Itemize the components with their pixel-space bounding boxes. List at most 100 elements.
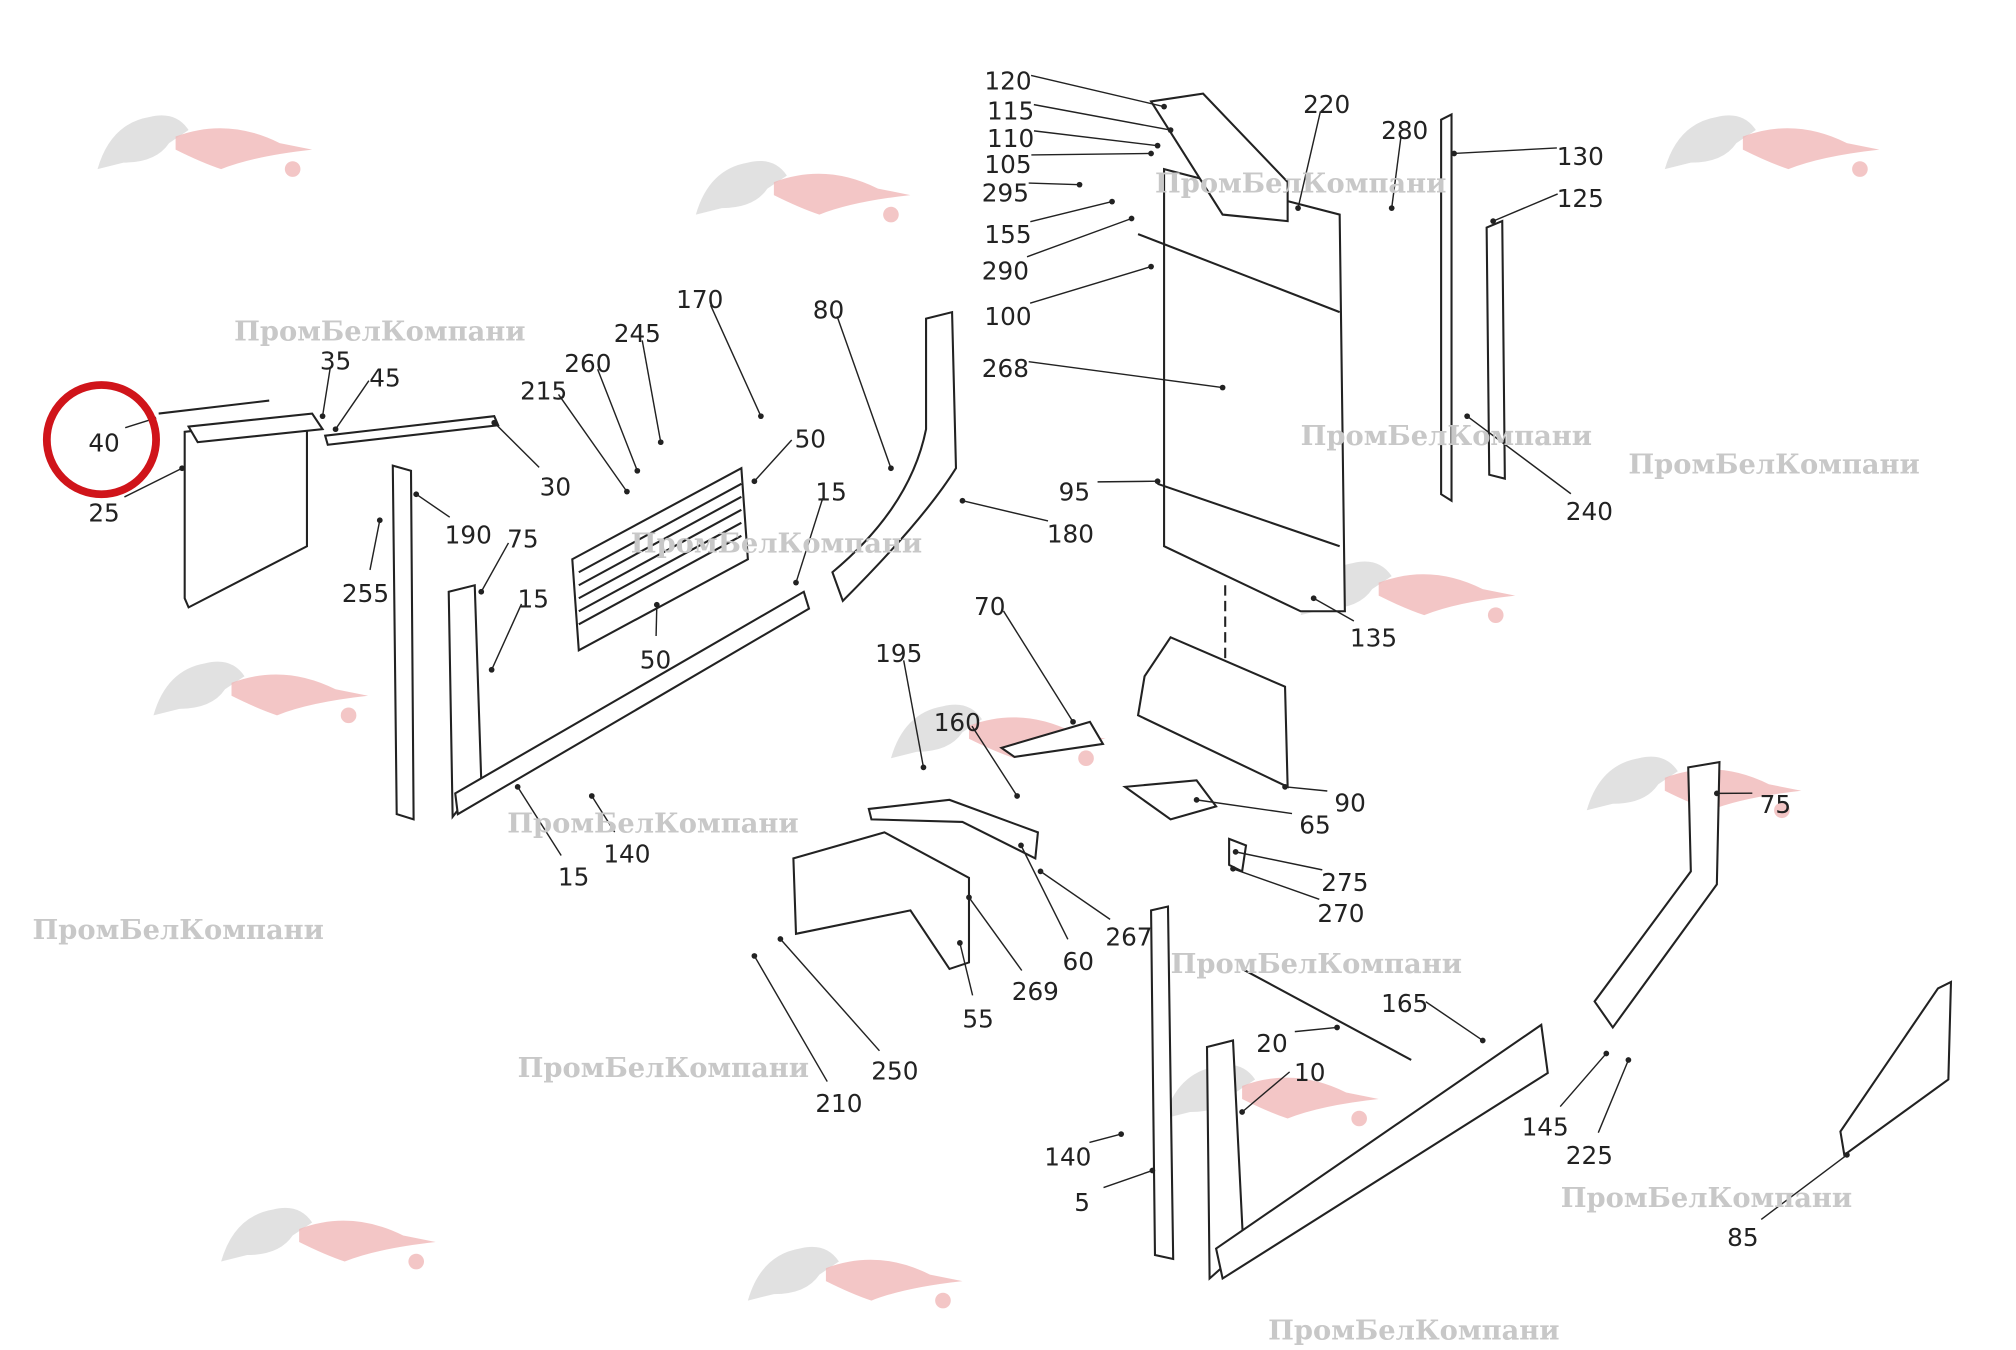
leader-arrow bbox=[1844, 1152, 1850, 1158]
callout-75[interactable]: 75 bbox=[507, 525, 538, 554]
callout-110[interactable]: 110 bbox=[987, 124, 1034, 153]
callout-65[interactable]: 65 bbox=[1299, 811, 1330, 840]
leader-line bbox=[1232, 868, 1320, 900]
callout-280[interactable]: 280 bbox=[1381, 116, 1428, 145]
callout-250[interactable]: 250 bbox=[871, 1056, 918, 1085]
callout-85[interactable]: 85 bbox=[1727, 1223, 1758, 1252]
callout-130[interactable]: 130 bbox=[1557, 142, 1604, 171]
callout-220[interactable]: 220 bbox=[1303, 90, 1350, 119]
part-top-roller-120 bbox=[1149, 92, 1289, 223]
leader-arrow bbox=[1219, 384, 1226, 391]
callout-180[interactable]: 180 bbox=[1047, 519, 1094, 548]
callout-160[interactable]: 160 bbox=[934, 708, 981, 737]
callout-60[interactable]: 60 bbox=[1063, 947, 1094, 976]
leader-line bbox=[968, 896, 1023, 971]
callout-255[interactable]: 255 bbox=[342, 579, 389, 608]
watermark-text: ПромБелКомпани bbox=[1628, 448, 1919, 480]
callout-95[interactable]: 95 bbox=[1059, 478, 1090, 507]
callout-140[interactable]: 140 bbox=[1044, 1142, 1091, 1171]
callout-225[interactable]: 225 bbox=[1566, 1141, 1613, 1170]
leader-arrow bbox=[488, 666, 495, 673]
leader-line bbox=[1294, 1026, 1338, 1033]
callout-90[interactable]: 90 bbox=[1334, 789, 1365, 818]
callout-15[interactable]: 15 bbox=[518, 584, 549, 613]
callout-105[interactable]: 105 bbox=[984, 150, 1031, 179]
leader-line bbox=[334, 380, 370, 430]
callout-295[interactable]: 295 bbox=[982, 179, 1029, 208]
callout-268[interactable]: 268 bbox=[982, 354, 1029, 383]
callout-260[interactable]: 260 bbox=[564, 349, 611, 378]
callout-145[interactable]: 145 bbox=[1522, 1112, 1569, 1141]
callout-35[interactable]: 35 bbox=[320, 346, 351, 375]
leader-line bbox=[591, 795, 616, 833]
part-rail-15 bbox=[454, 590, 811, 816]
callout-50[interactable]: 50 bbox=[795, 424, 826, 453]
leader-arrow bbox=[1076, 181, 1083, 188]
callout-269[interactable]: 269 bbox=[1012, 977, 1059, 1006]
callout-100[interactable]: 100 bbox=[984, 302, 1031, 331]
callout-20[interactable]: 20 bbox=[1256, 1029, 1287, 1058]
callout-75[interactable]: 75 bbox=[1760, 790, 1791, 819]
leader-arrow bbox=[1230, 865, 1236, 872]
callout-240[interactable]: 240 bbox=[1566, 497, 1613, 526]
leader-arrow bbox=[1713, 790, 1720, 797]
callout-15[interactable]: 15 bbox=[558, 863, 589, 892]
leader-arrow bbox=[777, 936, 784, 942]
leader-arrow bbox=[319, 413, 326, 420]
leader-line bbox=[655, 604, 658, 637]
leader-lines bbox=[124, 74, 1850, 1220]
part-bar-100 bbox=[1137, 233, 1341, 314]
callout-50[interactable]: 50 bbox=[640, 645, 671, 674]
callout-120[interactable]: 120 bbox=[984, 67, 1031, 96]
callout-135[interactable]: 135 bbox=[1350, 623, 1397, 652]
callout-170[interactable]: 170 bbox=[676, 285, 723, 314]
callout-5[interactable]: 5 bbox=[1074, 1188, 1090, 1217]
leader-line bbox=[1425, 1001, 1484, 1042]
callout-165[interactable]: 165 bbox=[1381, 989, 1428, 1018]
callout-140[interactable]: 140 bbox=[603, 839, 650, 868]
parts-drawing bbox=[158, 92, 1953, 1281]
leader-line bbox=[1031, 152, 1152, 156]
callout-290[interactable]: 290 bbox=[982, 257, 1029, 286]
callout-80[interactable]: 80 bbox=[813, 296, 844, 325]
leader-line bbox=[1492, 193, 1558, 222]
leader-arrow bbox=[957, 940, 963, 946]
callout-30[interactable]: 30 bbox=[540, 473, 571, 502]
leader-arrow bbox=[1232, 849, 1239, 855]
callout-270[interactable]: 270 bbox=[1317, 899, 1364, 928]
callout-275[interactable]: 275 bbox=[1321, 868, 1368, 897]
callout-70[interactable]: 70 bbox=[974, 592, 1005, 621]
leader-arrow bbox=[751, 953, 758, 959]
callout-labels: 1201151101052951552901002689518022028013… bbox=[88, 67, 1791, 1252]
callout-55[interactable]: 55 bbox=[962, 1004, 993, 1033]
callout-10[interactable]: 10 bbox=[1294, 1058, 1325, 1087]
callout-195[interactable]: 195 bbox=[875, 639, 922, 668]
callout-190[interactable]: 190 bbox=[445, 521, 492, 550]
callout-40[interactable]: 40 bbox=[88, 428, 119, 457]
leader-arrow bbox=[793, 579, 799, 586]
callout-45[interactable]: 45 bbox=[369, 363, 400, 392]
leader-line bbox=[1029, 265, 1152, 304]
callout-115[interactable]: 115 bbox=[987, 97, 1034, 126]
callout-25[interactable]: 25 bbox=[88, 499, 119, 528]
leader-line bbox=[1097, 480, 1158, 483]
callout-210[interactable]: 210 bbox=[815, 1089, 862, 1118]
part-bracket-65 bbox=[1122, 779, 1218, 821]
leader-line bbox=[596, 368, 638, 472]
callout-155[interactable]: 155 bbox=[984, 220, 1031, 249]
callout-267[interactable]: 267 bbox=[1105, 923, 1152, 952]
leader-arrow bbox=[1118, 1131, 1125, 1137]
leader-line bbox=[1597, 1059, 1630, 1133]
leader-arrow bbox=[1479, 1037, 1486, 1044]
leader-line bbox=[962, 500, 1049, 522]
leader-arrow bbox=[413, 491, 420, 498]
leader-line bbox=[1030, 74, 1165, 108]
callout-125[interactable]: 125 bbox=[1557, 184, 1604, 213]
callout-215[interactable]: 215 bbox=[520, 376, 567, 405]
callout-245[interactable]: 245 bbox=[614, 319, 661, 348]
leader-line bbox=[1028, 360, 1223, 389]
part-side-panel-75 bbox=[1593, 760, 1721, 1030]
watermark-logo bbox=[1164, 1064, 1379, 1127]
callout-15[interactable]: 15 bbox=[815, 478, 846, 507]
